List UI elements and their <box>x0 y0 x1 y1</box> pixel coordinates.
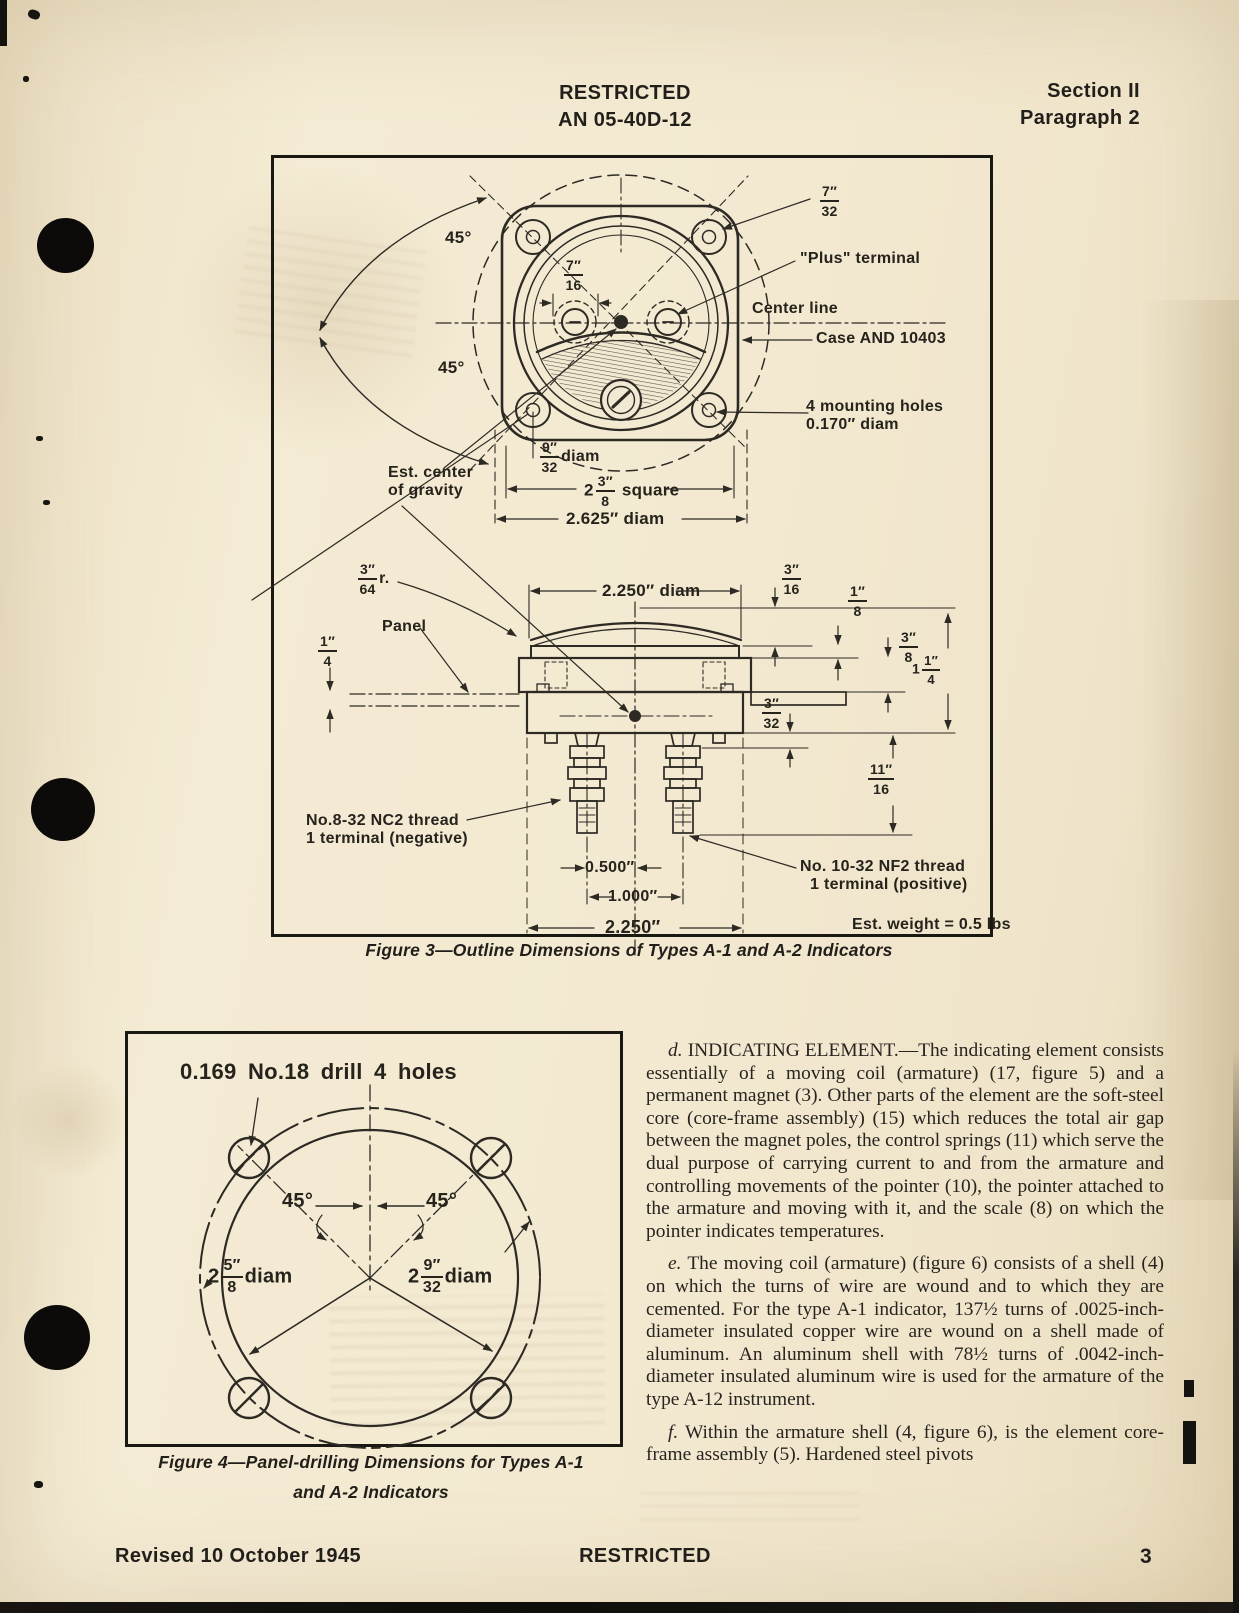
paragraph-d: d. INDICATING ELEMENT.—The indicating el… <box>646 1040 1164 1242</box>
dim-1000-label: 1.000″ <box>608 888 658 905</box>
header-paragraph: Paragraph 2 <box>1019 107 1140 129</box>
ink-speck <box>23 76 29 82</box>
angle-45-lower-label: 45° <box>438 358 465 377</box>
dim-0500-label: 0.500″ <box>585 859 635 876</box>
ink-speck <box>34 1481 43 1488</box>
angle-45-right-label: 45° <box>426 1190 458 1212</box>
stain <box>10 1060 130 1180</box>
footer-restricted: RESTRICTED <box>579 1545 711 1567</box>
plus-terminal-label: "Plus" terminal <box>800 250 921 267</box>
ink-speck <box>43 500 50 505</box>
weight-label: Est. weight = 0.5 lbs <box>852 916 1011 933</box>
figure4-frame <box>125 1031 623 1447</box>
revision-mark <box>1184 1380 1194 1397</box>
dim-2250-label: 2.250″ <box>605 917 661 937</box>
scan-edge-bottom <box>0 1602 1239 1613</box>
dim-body-diameter-label: 2.250″ diam <box>602 581 701 600</box>
center-line-label: Center line <box>752 300 838 317</box>
center-of-gravity-label: Est. center of gravity <box>388 464 474 499</box>
paragraph-f: f. Within the armature shell (4, figure … <box>646 1421 1164 1466</box>
dim-case-diameter-label: 2.625″ diam <box>566 509 665 528</box>
dim-stud-length-label: 11″16 <box>868 761 895 797</box>
dim-bezel-height-label: 1″8 <box>848 583 868 619</box>
punch-hole <box>31 778 95 841</box>
scan-edge-top-left <box>0 0 7 46</box>
figure4-caption-line1: Figure 4—Panel-drilling Dimensions for T… <box>158 1452 584 1472</box>
dim-mounting-hole-diameter-label: 7″32 <box>820 183 840 219</box>
angle-45-upper-label: 45° <box>445 228 472 247</box>
dim-panel-thickness-label: 1″4 <box>318 633 338 669</box>
dim-terminal-spacing-label: 7″16 <box>564 257 584 293</box>
body-text-column: d. INDICATING ELEMENT.—The indicating el… <box>646 1040 1164 1477</box>
drill-callout-label: 0.169 No.18 drill 4 holes <box>180 1059 457 1084</box>
ink-speck <box>36 436 43 441</box>
negative-terminal-label: No.8-32 NC2 thread 1 terminal (negative) <box>306 812 468 847</box>
punch-hole <box>24 1305 90 1370</box>
header-doc-number: AN 05-40D-12 <box>558 109 692 131</box>
header-restricted: RESTRICTED <box>559 82 691 104</box>
footer-page-number: 3 <box>1140 1545 1153 1568</box>
case-label: Case AND 10403 <box>816 330 946 347</box>
scan-edge-right <box>1233 1050 1239 1613</box>
ink-speck <box>26 8 42 21</box>
bleed-through-text <box>640 1490 860 1530</box>
figure4-caption-line2: and A-2 Indicators <box>293 1482 449 1502</box>
angle-45-left-label: 45° <box>282 1190 314 1212</box>
dim-shoulder-label: 3″32 <box>762 695 782 731</box>
dim-dome-height-label: 3″16 <box>782 561 802 597</box>
positive-terminal-label: No. 10-32 NF2 thread 1 terminal (positiv… <box>800 858 968 893</box>
punch-hole <box>37 218 94 273</box>
revision-mark <box>1183 1421 1196 1464</box>
paragraph-e: e. The moving coil (armature) (figure 6)… <box>646 1253 1164 1410</box>
dim-flange-depth-label: 3″8 <box>899 629 919 665</box>
mounting-holes-label: 4 mounting holes 0.170″ diam <box>806 398 944 433</box>
figure3-caption: Figure 3—Outline Dimensions of Types A-1… <box>365 940 893 960</box>
header-section: Section II <box>1047 80 1140 102</box>
footer-revised-date: Revised 10 October 1945 <box>115 1545 361 1567</box>
panel-label: Panel <box>382 618 427 635</box>
